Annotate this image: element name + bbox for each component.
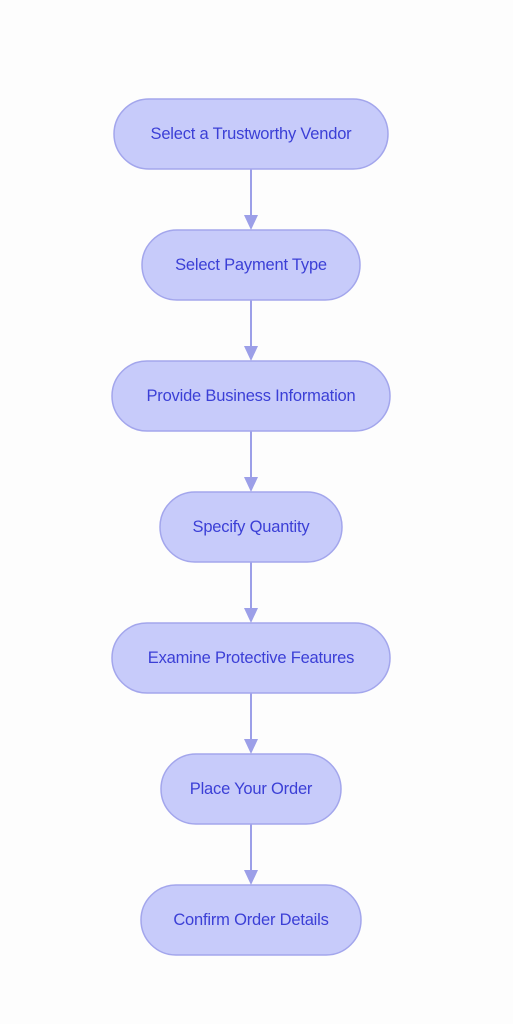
step-node-shape [113,98,389,170]
flow-step-confirm-order-details: Confirm Order Details [140,884,362,956]
step-node-shape [140,884,362,956]
arrowhead-icon [244,477,258,492]
flow-step-specify-quantity: Specify Quantity [159,491,343,563]
connector-1 [244,169,258,230]
step-node-shape [111,622,391,694]
connector-4 [244,562,258,623]
step-node-shape [141,229,361,301]
step-node-shape [159,491,343,563]
flow-step-place-order: Place Your Order [160,753,342,825]
flow-step-select-vendor: Select a Trustworthy Vendor [113,98,389,170]
step-label: Examine Protective Features [148,649,354,667]
connector-3 [244,431,258,492]
step-label: Place Your Order [190,780,313,798]
step-node-shape [160,753,342,825]
connector-5 [244,693,258,754]
step-label: Provide Business Information [146,387,355,405]
arrowhead-icon [244,215,258,230]
step-node-shape [111,360,391,432]
step-label: Specify Quantity [193,518,311,536]
flow-step-select-payment-type: Select Payment Type [141,229,361,301]
connector-6 [244,824,258,885]
arrowhead-icon [244,608,258,623]
step-label: Confirm Order Details [173,911,328,929]
flow-step-examine-protective-features: Examine Protective Features [111,622,391,694]
arrowhead-icon [244,870,258,885]
arrowhead-icon [244,739,258,754]
connector-2 [244,300,258,361]
step-label: Select Payment Type [175,256,327,274]
step-label: Select a Trustworthy Vendor [151,125,353,143]
arrowhead-icon [244,346,258,361]
flow-step-provide-business-info: Provide Business Information [111,360,391,432]
